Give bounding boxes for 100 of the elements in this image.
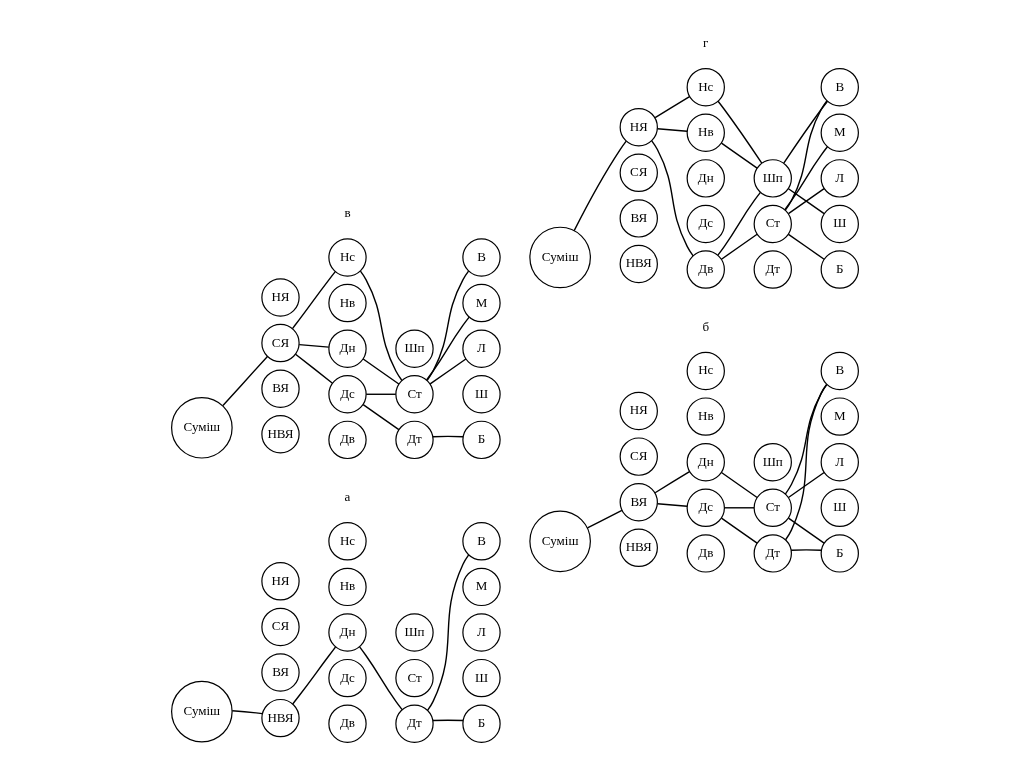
node-circle: Суміш bbox=[528, 510, 591, 573]
node-circle: Шп bbox=[753, 443, 792, 482]
node-circle: Б bbox=[461, 704, 501, 743]
node-circle: Б bbox=[820, 534, 859, 573]
node-circle: Ш bbox=[820, 204, 859, 244]
node-circle: Дт bbox=[753, 250, 792, 289]
connector bbox=[653, 470, 690, 494]
node-circle: СЯ bbox=[260, 323, 300, 363]
connector bbox=[365, 393, 396, 395]
node-circle: СЯ bbox=[619, 153, 658, 192]
node-circle: М bbox=[820, 113, 859, 152]
node-circle: Дс bbox=[327, 658, 367, 698]
node-circle: Нс bbox=[327, 522, 367, 561]
node-circle: ВЯ bbox=[260, 369, 300, 408]
node-circle: Суміш bbox=[170, 680, 233, 743]
connector bbox=[720, 142, 758, 169]
connector bbox=[358, 646, 403, 711]
node-circle: Л bbox=[820, 443, 859, 482]
node-circle: Нв bbox=[327, 283, 367, 323]
node-circle: М bbox=[820, 397, 859, 436]
connector bbox=[431, 435, 464, 438]
node-circle: Шп bbox=[394, 613, 434, 652]
label: а bbox=[344, 489, 350, 505]
connector bbox=[782, 100, 828, 164]
node-circle: СЯ bbox=[619, 437, 658, 476]
node-circle: Дв bbox=[327, 420, 367, 460]
node-circle: ВЯ bbox=[619, 199, 658, 238]
node-circle: Суміш bbox=[528, 226, 591, 289]
connector bbox=[429, 358, 467, 385]
node-circle: Шп bbox=[394, 329, 434, 368]
node-circle: Суміш bbox=[170, 396, 233, 459]
connector bbox=[291, 270, 336, 330]
node-circle: Ш bbox=[461, 375, 501, 414]
connector bbox=[294, 353, 333, 384]
connector bbox=[656, 128, 688, 132]
node-circle: Дв bbox=[686, 534, 725, 573]
connector bbox=[787, 233, 825, 260]
node-circle: Л bbox=[820, 159, 859, 198]
connector bbox=[426, 554, 469, 711]
node-circle: М bbox=[461, 567, 501, 607]
node-circle: Б bbox=[820, 250, 859, 289]
node-circle: Дт bbox=[394, 704, 434, 743]
connector bbox=[716, 191, 761, 256]
node-circle: В bbox=[461, 238, 501, 277]
node-circle: Дс bbox=[686, 488, 725, 528]
node-circle: Дн bbox=[686, 159, 725, 198]
node-circle: Нс bbox=[686, 351, 725, 391]
node-circle: Дс bbox=[686, 204, 725, 244]
node-circle: НВЯ bbox=[619, 528, 658, 568]
node-circle: Нс bbox=[327, 238, 367, 277]
connector bbox=[425, 316, 470, 381]
node-circle: СЯ bbox=[260, 607, 300, 647]
connector bbox=[720, 233, 758, 260]
connector bbox=[425, 270, 469, 382]
connector bbox=[787, 517, 825, 544]
connector bbox=[787, 188, 825, 215]
node-circle: Нв bbox=[686, 397, 725, 436]
node-circle: НЯ bbox=[260, 278, 300, 317]
node-circle: Дн bbox=[327, 613, 367, 652]
node-circle: Нв bbox=[686, 113, 725, 152]
label: в bbox=[343, 205, 351, 221]
node-circle: Дт bbox=[753, 534, 792, 573]
connector bbox=[231, 710, 263, 715]
node-circle: НЯ bbox=[619, 107, 658, 147]
node-circle: Ш bbox=[461, 658, 501, 698]
connector bbox=[720, 471, 758, 499]
node-circle: НВЯ bbox=[260, 415, 300, 454]
connector bbox=[789, 549, 822, 551]
node-circle: Ш bbox=[820, 488, 859, 528]
connector bbox=[723, 507, 755, 509]
connector bbox=[653, 95, 690, 119]
connector bbox=[650, 140, 694, 257]
label: б bbox=[701, 318, 709, 334]
connector bbox=[362, 358, 400, 385]
node-circle: Ст bbox=[753, 488, 792, 528]
node-circle: Дт bbox=[394, 420, 434, 460]
connector bbox=[298, 343, 329, 348]
node-circle: Дн bbox=[327, 329, 367, 368]
node-circle: НВЯ bbox=[619, 244, 658, 284]
connector bbox=[291, 646, 336, 705]
connector bbox=[784, 100, 827, 211]
node-circle: Б bbox=[461, 420, 501, 460]
node-circle: В bbox=[820, 67, 859, 107]
connector bbox=[573, 140, 627, 232]
node-circle: В bbox=[461, 522, 501, 561]
connector bbox=[784, 383, 827, 541]
node-circle: Ст bbox=[394, 658, 434, 698]
node-circle: ВЯ bbox=[260, 653, 300, 692]
node-circle: ВЯ bbox=[619, 483, 658, 522]
label: г bbox=[702, 34, 708, 50]
connector bbox=[656, 503, 688, 507]
connector bbox=[784, 383, 827, 495]
node-circle: НВЯ bbox=[260, 698, 300, 738]
connector bbox=[720, 517, 758, 544]
node-circle: М bbox=[461, 283, 501, 323]
connector bbox=[431, 719, 464, 722]
node-circle: Ст bbox=[394, 375, 434, 414]
node-circle: Дн bbox=[686, 443, 725, 482]
node-circle: Шп bbox=[753, 159, 792, 198]
node-circle: НЯ bbox=[260, 562, 300, 601]
